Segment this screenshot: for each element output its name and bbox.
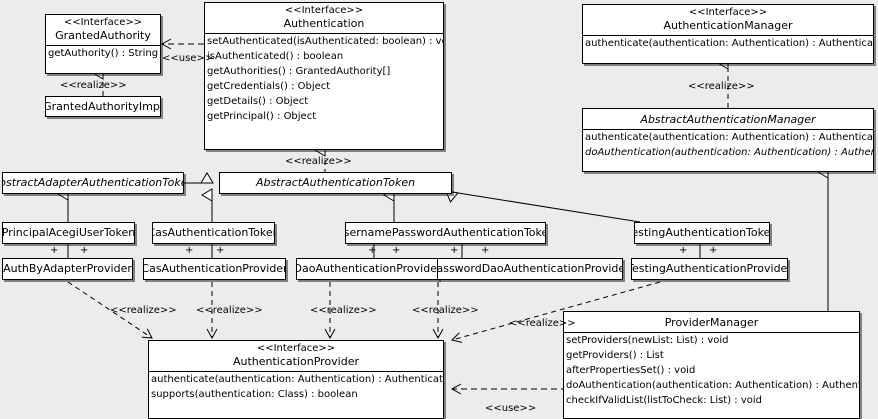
- class-name-label: AuthenticationManager: [663, 19, 793, 32]
- class-header: ProviderManager: [564, 312, 859, 332]
- association-visibility-marker: +: [392, 245, 401, 256]
- member-row: getDetails() : Object: [207, 96, 309, 107]
- member-row: doAuthentication(authentication: Authent…: [566, 380, 860, 391]
- class-principal-acegi-user-token[interactable]: PrincipalAcegiUserToken: [2, 222, 135, 244]
- class-header: <<Interface>> AuthenticationProvider: [149, 341, 443, 371]
- class-name-label: PasswordDaoAuthenticationProvider: [437, 262, 623, 275]
- class-auth-by-adapter-provider[interactable]: AuthByAdapterProvider: [2, 258, 133, 280]
- member-row: authenticate(authentication: Authenticat…: [585, 38, 874, 49]
- association-visibility-marker: +: [216, 245, 225, 256]
- class-members: setAuthenticated(isAuthenticated: boolea…: [205, 33, 443, 124]
- member-row: authenticate(authentication: Authenticat…: [151, 374, 444, 385]
- class-members: getAuthority() : String: [46, 45, 160, 61]
- class-name-label: AuthByAdapterProvider: [3, 262, 132, 275]
- class-abstract-authentication-manager[interactable]: AbstractAuthenticationManager authentica…: [582, 108, 874, 172]
- association-visibility-marker: +: [450, 245, 459, 256]
- class-name-label: CasAuthenticationProvider: [143, 262, 286, 275]
- association-visibility-marker: +: [481, 245, 490, 256]
- member-row: setProviders(newList: List) : void: [566, 335, 729, 346]
- edge-label-realize-abstract-authentication-manager: <<realize>>: [688, 81, 755, 92]
- class-name-label: GrantedAuthorityImpl: [45, 99, 161, 113]
- member-row: getAuthorities() : GrantedAuthority[]: [207, 66, 391, 77]
- association-visibility-marker: +: [709, 245, 718, 256]
- class-name-label: Authentication: [283, 17, 365, 30]
- member-row: getProviders() : List: [566, 350, 664, 361]
- association-visibility-marker: +: [679, 245, 688, 256]
- class-authentication[interactable]: <<Interface>> Authentication setAuthenti…: [204, 2, 444, 150]
- member-row: doAuthentication(authentication: Authent…: [585, 147, 873, 158]
- class-password-dao-authentication-provider[interactable]: PasswordDaoAuthenticationProvider: [437, 258, 623, 280]
- association-visibility-marker: +: [80, 245, 89, 256]
- class-members: authenticate(authentication: Authenticat…: [583, 35, 873, 51]
- member-row: supports(authentication: Class) : boolea…: [151, 389, 358, 400]
- class-members: authenticate(authentication: Authenticat…: [149, 371, 443, 402]
- class-name-label: AuthenticationProvider: [232, 355, 360, 368]
- stereotype-label: <<Interface>>: [256, 343, 336, 354]
- edge-label-realize-abstract-authentication-token: <<realize>>: [285, 156, 352, 167]
- class-name-label: PrincipalAcegiUserToken: [2, 226, 135, 239]
- class-cas-authentication-token[interactable]: CasAuthenticationToken: [152, 222, 275, 244]
- member-row: afterPropertiesSet() : void: [566, 365, 696, 376]
- class-testing-authentication-token[interactable]: TestingAuthenticationToken: [634, 222, 770, 244]
- edge-label-realize-testing-authentication-provider: <<realize>>: [509, 318, 576, 329]
- class-header: AbstractAuthenticationManager: [583, 109, 873, 129]
- class-name-label: GrantedAuthority: [55, 29, 151, 42]
- edge-label-realize-auth-by-adapter-provider: <<realize>>: [110, 305, 177, 316]
- stereotype-label: <<Interface>>: [63, 17, 143, 28]
- class-name-label: DaoAuthenticationProvider: [296, 262, 439, 275]
- class-granted-authority[interactable]: <<Interface>> GrantedAuthority getAuthor…: [45, 14, 161, 74]
- class-authentication-provider[interactable]: <<Interface>> AuthenticationProvider aut…: [148, 340, 444, 419]
- class-abstract-authentication-token[interactable]: AbstractAuthenticationToken: [219, 172, 452, 194]
- class-name-label: AbstractAuthenticationManager: [640, 113, 816, 126]
- class-members: authenticate(authentication: Authenticat…: [583, 129, 873, 160]
- member-row: getAuthority() : String: [48, 48, 159, 59]
- member-row: isAuthenticated() : boolean: [207, 51, 344, 62]
- class-members: setProviders(newList: List) : void getPr…: [564, 332, 859, 408]
- member-row: checkIfValidList(listToCheck: List) : vo…: [566, 395, 763, 406]
- member-row: setAuthenticated(isAuthenticated: boolea…: [207, 36, 444, 47]
- class-username-password-authentication-token[interactable]: UsernamePasswordAuthenticationToken: [345, 222, 546, 244]
- member-row: getCredentials() : Object: [207, 81, 331, 92]
- class-name-label: TestingAuthenticationToken: [634, 226, 770, 239]
- class-name-label: CasAuthenticationToken: [152, 226, 275, 239]
- class-name-label: TestingAuthenticationProvider: [631, 262, 788, 275]
- class-cas-authentication-provider[interactable]: CasAuthenticationProvider: [143, 258, 286, 280]
- class-abstract-adapter-authentication-token[interactable]: AbstractAdapterAuthenticationToken: [2, 172, 184, 194]
- class-header: <<Interface>> Authentication: [205, 3, 443, 33]
- class-dao-authentication-provider[interactable]: DaoAuthenticationProvider: [296, 258, 439, 280]
- stereotype-label: <<Interface>>: [284, 5, 364, 16]
- edge-label-use-authentication-granted-authority: <<use>>: [162, 53, 214, 64]
- association-visibility-marker: +: [50, 245, 59, 256]
- class-header: <<Interface>> AuthenticationManager: [583, 5, 873, 35]
- class-name-label: AbstractAuthenticationToken: [255, 176, 416, 189]
- class-testing-authentication-provider[interactable]: TestingAuthenticationProvider: [631, 258, 788, 280]
- member-row: authenticate(authentication: Authenticat…: [585, 132, 874, 143]
- stereotype-label: <<Interface>>: [688, 7, 768, 18]
- class-header: <<Interface>> GrantedAuthority: [46, 15, 160, 45]
- class-name-label: UsernamePasswordAuthenticationToken: [345, 226, 546, 239]
- association-visibility-marker: +: [185, 245, 194, 256]
- association-visibility-marker: +: [368, 245, 377, 256]
- edge-label-use-provider-manager: <<use>>: [485, 403, 537, 414]
- edge-label-realize-cas-authentication-provider: <<realize>>: [196, 305, 263, 316]
- class-provider-manager[interactable]: ProviderManager setProviders(newList: Li…: [563, 311, 860, 419]
- edge-label-realize-granted-authority-impl: <<realize>>: [60, 80, 127, 91]
- class-granted-authority-impl[interactable]: GrantedAuthorityImpl: [45, 96, 161, 117]
- class-name-label: AbstractAdapterAuthenticationToken: [3, 176, 183, 189]
- class-authentication-manager[interactable]: <<Interface>> AuthenticationManager auth…: [582, 4, 874, 64]
- member-row: getPrincipal() : Object: [207, 111, 317, 122]
- edge-label-realize-password-dao-authentication-provider: <<realize>>: [412, 305, 479, 316]
- edge-label-realize-dao-authentication-provider: <<realize>>: [310, 305, 377, 316]
- class-name-label: ProviderManager: [664, 316, 759, 329]
